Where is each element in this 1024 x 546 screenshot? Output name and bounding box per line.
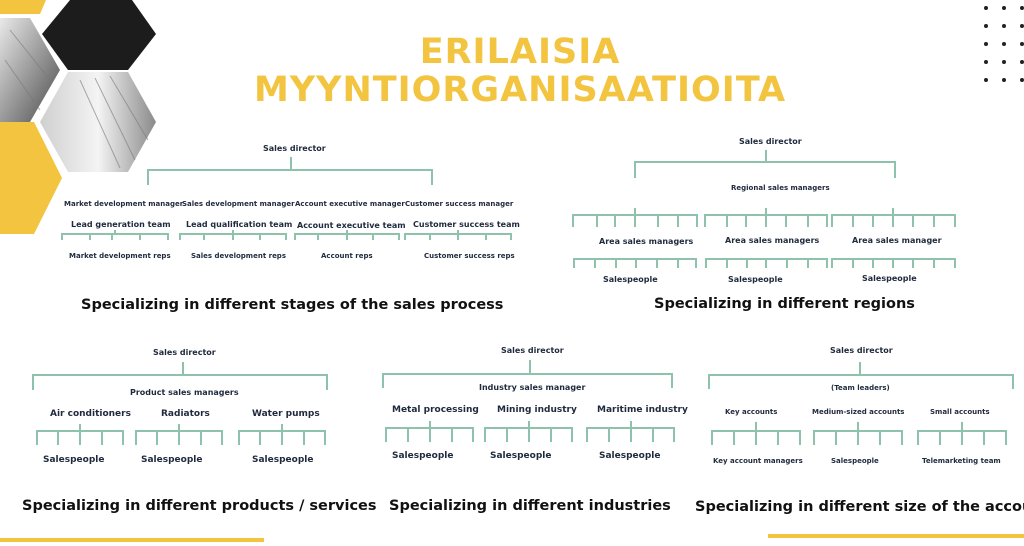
products-people: Salespeople — [43, 455, 104, 465]
products-group: Water pumps — [252, 409, 320, 419]
accounts-group: Small accounts — [930, 408, 990, 416]
regions-people: Salespeople — [862, 274, 917, 283]
process-reps: Sales development reps — [191, 252, 286, 260]
process-reps: Account reps — [321, 252, 373, 260]
regions-area: Area sales managers — [599, 237, 693, 246]
process-team: Lead generation team — [71, 220, 171, 229]
accounts-people: Key account managers — [713, 457, 803, 465]
process-manager: Account executive manager — [295, 200, 405, 208]
regions-area: Area sales manager — [852, 236, 942, 245]
process-reps: Customer success reps — [424, 252, 515, 260]
regions-people: Salespeople — [603, 275, 658, 284]
accounts-head: Sales director — [830, 346, 893, 355]
products-group: Air conditioners — [50, 409, 131, 419]
products-group: Radiators — [161, 409, 210, 419]
accounts-group: Key accounts — [725, 408, 777, 416]
regions-level: Regional sales managers — [731, 184, 830, 192]
accounts-level: (Team leaders) — [831, 384, 890, 392]
industries-group: Maritime industry — [597, 405, 688, 415]
products-head: Sales director — [153, 348, 216, 357]
products-people: Salespeople — [252, 455, 313, 465]
products-people: Salespeople — [141, 455, 202, 465]
process-manager: Customer success manager — [405, 200, 513, 208]
regions-caption: Specializing in different regions — [654, 296, 915, 312]
products-level: Product sales managers — [130, 388, 239, 397]
industries-head: Sales director — [501, 346, 564, 355]
process-team: Lead qualification team — [186, 220, 292, 229]
process-team: Customer success team — [413, 220, 520, 229]
process-manager: Market development manager — [64, 200, 183, 208]
accounts-caption: Specializing in different size of the ac… — [695, 499, 1024, 515]
process-team: Account executive team — [297, 221, 406, 230]
accounts-people: Telemarketing team — [922, 457, 1001, 465]
products-caption: Specializing in different products / ser… — [22, 498, 377, 514]
regions-area: Area sales managers — [725, 236, 819, 245]
accounts-people: Salespeople — [831, 457, 879, 465]
process-reps: Market development reps — [69, 252, 171, 260]
industries-level: Industry sales manager — [479, 383, 585, 392]
process-manager: Sales development manager — [182, 200, 295, 208]
accounts-group: Medium-sized accounts — [812, 408, 904, 416]
industries-people: Salespeople — [392, 451, 453, 461]
industries-caption: Specializing in different industries — [389, 498, 671, 514]
process-caption: Specializing in different stages of the … — [81, 297, 503, 313]
industries-group: Mining industry — [497, 405, 577, 415]
regions-people: Salespeople — [728, 275, 783, 284]
process-head: Sales director — [263, 144, 326, 153]
industries-group: Metal processing — [392, 405, 479, 415]
industries-people: Salespeople — [490, 451, 551, 461]
regions-head: Sales director — [739, 137, 802, 146]
industries-people: Salespeople — [599, 451, 660, 461]
